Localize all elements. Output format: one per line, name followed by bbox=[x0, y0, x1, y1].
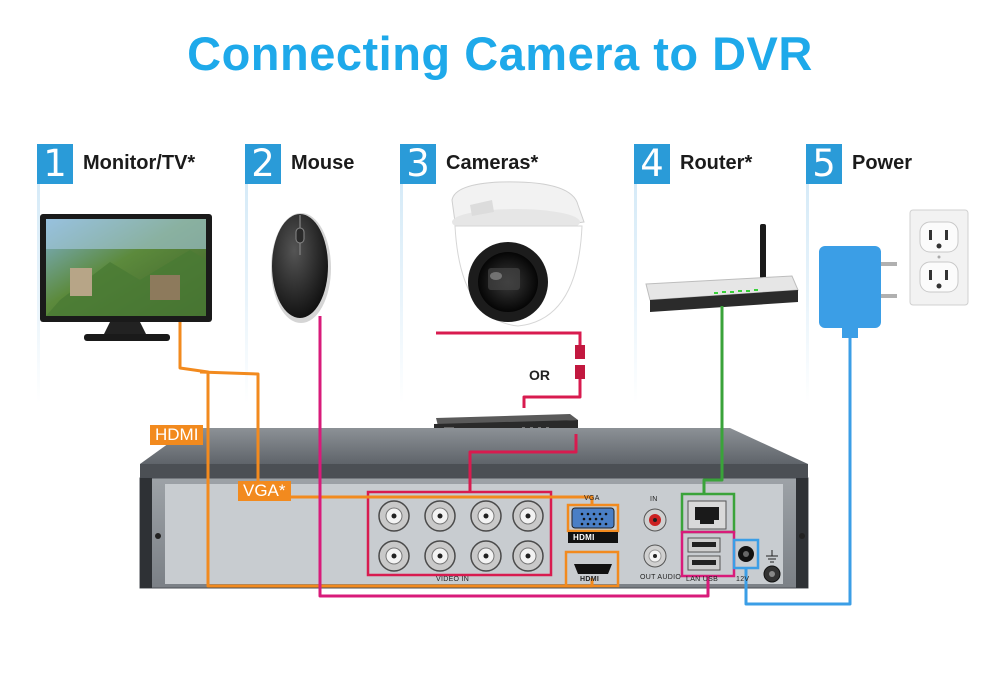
step-number: 4 bbox=[634, 144, 670, 184]
audio-out-label: OUT AUDIO bbox=[640, 574, 682, 581]
wall-outlet-icon bbox=[909, 209, 969, 306]
vga-port-label: VGA bbox=[584, 495, 600, 502]
or-label: OR bbox=[529, 367, 550, 383]
camera-icon bbox=[451, 181, 585, 327]
step-divider bbox=[806, 144, 809, 404]
hdmi-tag: HDMI bbox=[150, 425, 204, 445]
step-label: Cameras* bbox=[446, 152, 539, 174]
step-divider bbox=[634, 144, 637, 404]
step-divider bbox=[400, 144, 403, 404]
page-title: Connecting Camera to DVR bbox=[187, 27, 813, 80]
hdmi-logo-label: HDMI bbox=[573, 533, 595, 542]
power-adapter-icon bbox=[819, 246, 897, 338]
step-divider bbox=[245, 144, 248, 404]
bnc-connector bbox=[575, 365, 585, 379]
dvr-video-cable bbox=[468, 434, 578, 492]
power-cable bbox=[744, 338, 852, 606]
router-icon bbox=[645, 224, 799, 312]
hdmi-port-label: HDMI bbox=[580, 576, 600, 583]
power-port-label: 12V bbox=[736, 576, 750, 583]
hdmi-cable bbox=[178, 322, 594, 588]
step-label: Mouse bbox=[291, 152, 355, 174]
step-number: 5 bbox=[806, 144, 842, 184]
vga-tag: VGA* bbox=[238, 481, 291, 501]
mouse-icon bbox=[271, 213, 331, 323]
monitor-icon bbox=[40, 214, 212, 341]
step-label: Power bbox=[852, 152, 913, 174]
step-number: 2 bbox=[245, 144, 281, 184]
step-label: Router* bbox=[680, 152, 753, 174]
video-in-label: VIDEO IN bbox=[436, 576, 470, 583]
audio-in-label: IN bbox=[650, 496, 658, 503]
network-cable bbox=[702, 306, 724, 494]
step-number: 1 bbox=[37, 144, 73, 184]
step-divider bbox=[37, 144, 40, 404]
video-in-ports bbox=[378, 500, 544, 572]
video-in-highlight bbox=[366, 490, 553, 577]
lan-usb-label: LAN USB bbox=[686, 576, 719, 583]
bnc-connector bbox=[575, 345, 585, 359]
mouse-cable bbox=[318, 316, 710, 598]
mini-dvr-video-cable bbox=[522, 379, 582, 408]
step-label: Monitor/TV* bbox=[83, 152, 196, 174]
camera-video-cable bbox=[436, 331, 582, 345]
step-number: 3 bbox=[400, 144, 436, 184]
